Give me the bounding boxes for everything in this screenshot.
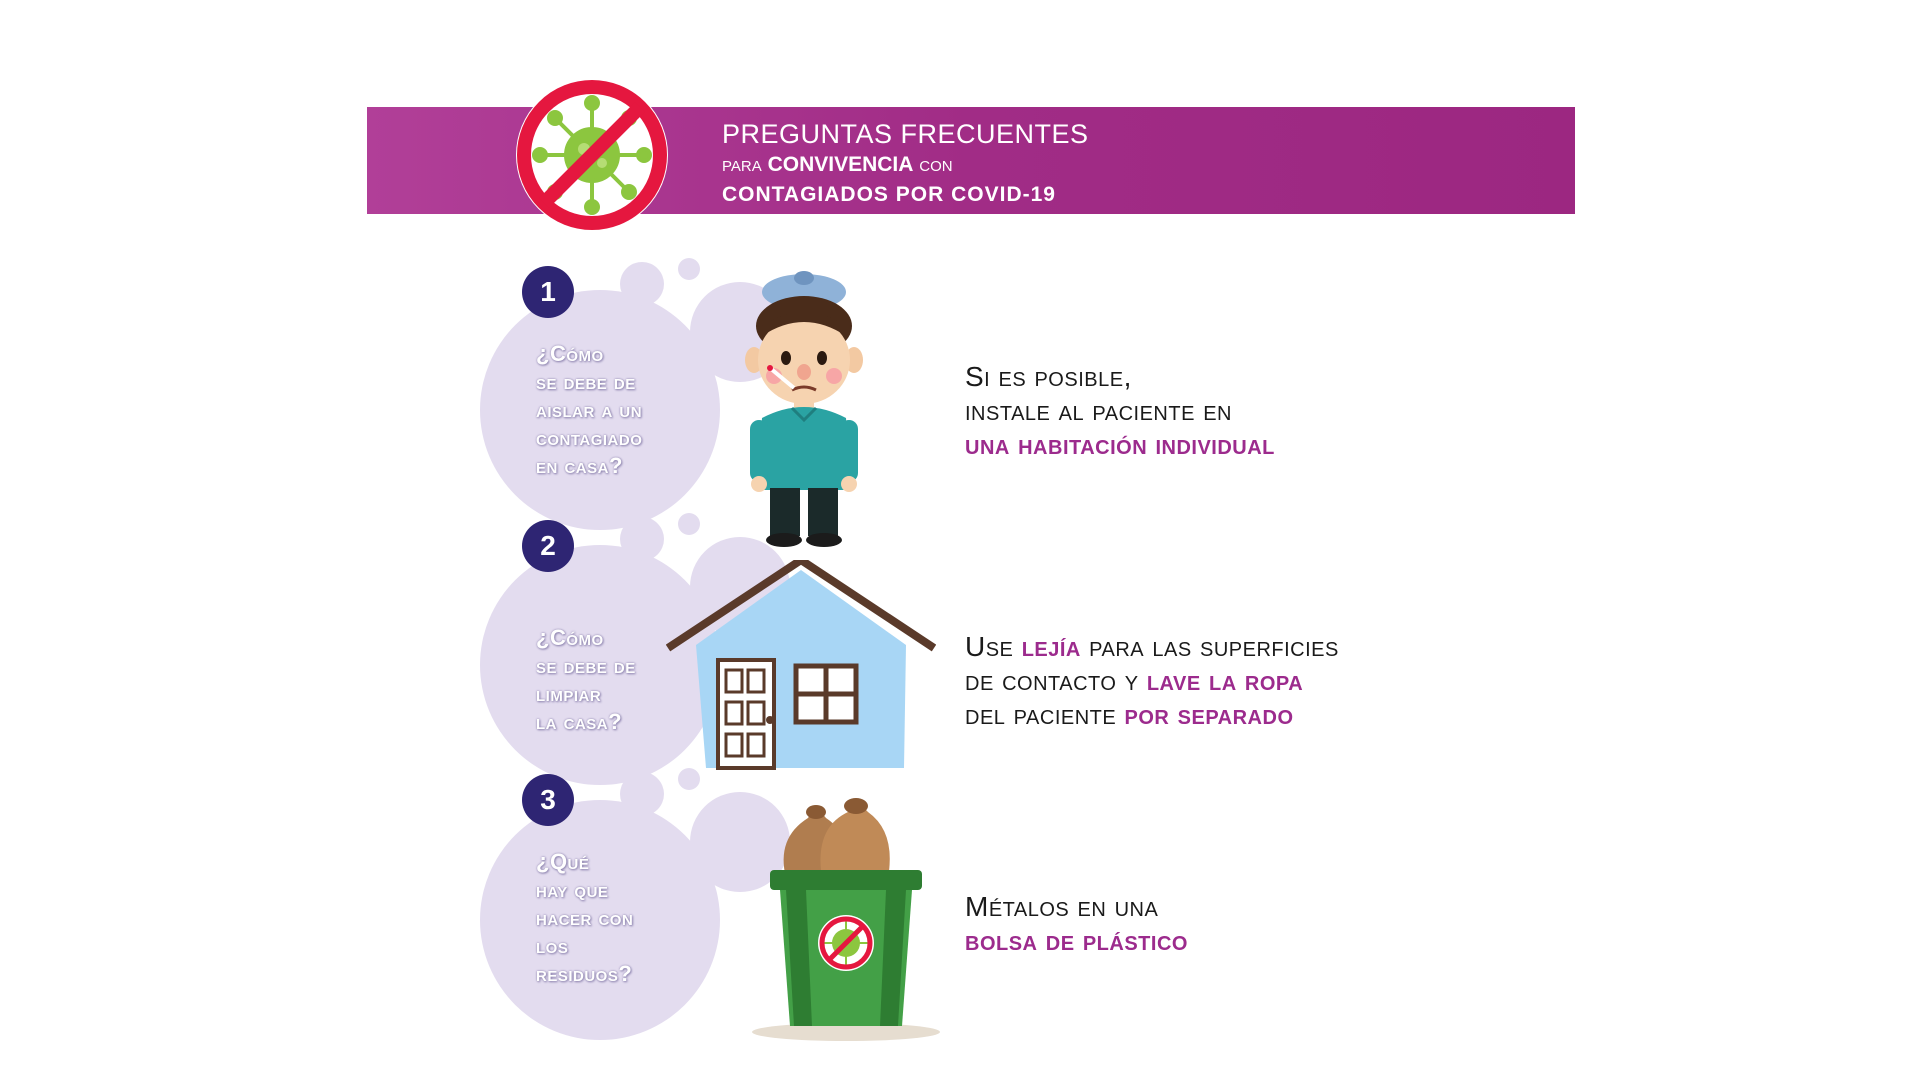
header-line-2-bold: CONVIVENCIA [767, 153, 914, 176]
header-line-2-pre: para [722, 153, 762, 176]
answer-2-line-3: del paciente por separado [965, 698, 1339, 732]
answer-3: Métalos en una bolsa de plástico [965, 890, 1188, 958]
no-virus-icon [516, 79, 668, 231]
answer-2: Use lejía para las superficies de contac… [965, 630, 1339, 732]
sick-boy-icon [745, 271, 863, 547]
header-line-2-post: con [919, 153, 953, 176]
answer-2-line-2-highlight: lave la ropa [1146, 665, 1304, 696]
question-2: ¿Cómo se debe de limpiar la casa? [536, 625, 636, 734]
header-line-3: CONTAGIADOS POR COVID-19 [722, 183, 1056, 206]
answer-2-line-2-a: de contacto y [965, 665, 1139, 696]
answer-2-line-1-a: Use [965, 631, 1014, 662]
answer-2-line-1-highlight: lejía [1021, 631, 1081, 662]
step-number-3: 3 [522, 774, 574, 826]
header-line-2: para CONVIVENCIA con [722, 150, 1089, 180]
answer-2-line-3-highlight: por separado [1124, 699, 1294, 730]
header-title: PREGUNTAS FRECUENTES para CONVIVENCIA co… [722, 118, 1089, 210]
step-number-1: 1 [522, 266, 574, 318]
answer-1-line-1: Si es posible, [965, 361, 1132, 392]
answer-1-line-2: instale al paciente en [965, 395, 1232, 426]
question-1: ¿Cómo se debe de aislar a un contagiado … [536, 341, 643, 478]
house-icon [666, 560, 936, 770]
answer-3-line-1: Métalos en una [965, 891, 1159, 922]
question-3: ¿Qué hay que hacer con los residuos? [536, 849, 634, 986]
answer-2-line-1-b: para las superficies [1089, 631, 1339, 662]
answer-1: Si es posible, instale al paciente en un… [965, 360, 1275, 462]
answer-2-line-1: Use lejía para las superficies [965, 630, 1339, 664]
answer-2-line-3-a: del paciente [965, 699, 1117, 730]
step-number-2: 2 [522, 520, 574, 572]
header-line-1: PREGUNTAS FRECUENTES [722, 119, 1089, 149]
answer-1-line-3: una habitación individual [965, 429, 1275, 460]
answer-3-line-2: bolsa de plástico [965, 925, 1188, 956]
answer-2-line-2: de contacto y lave la ropa [965, 664, 1339, 698]
trash-bin-icon [752, 798, 940, 1041]
